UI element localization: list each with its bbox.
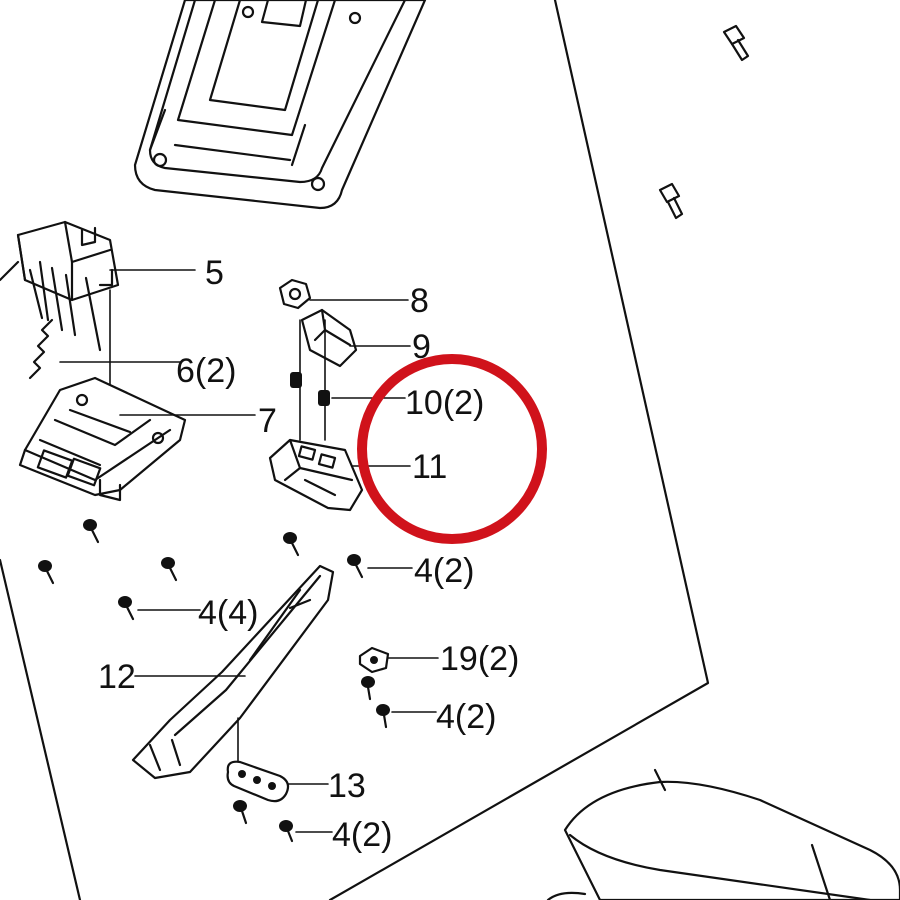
part-11-holder — [268, 438, 411, 512]
screw-icon — [347, 554, 413, 579]
screw-icon — [233, 800, 248, 825]
screw-icon — [83, 519, 100, 544]
label-part-7: 7 — [258, 402, 277, 440]
part-12-lever — [131, 564, 335, 780]
label-part-4-c: 4(2) — [436, 698, 496, 736]
top-tray-part — [133, 0, 427, 210]
label-part-10: 10(2) — [405, 384, 484, 422]
screw-icon — [118, 596, 201, 621]
part-19-clip — [358, 646, 439, 674]
label-part-8: 8 — [410, 282, 429, 320]
label-part-4-b: 4(4) — [198, 594, 258, 632]
label-part-4-d: 4(2) — [332, 816, 392, 854]
screw-icon — [722, 24, 750, 62]
screw-icon — [376, 704, 437, 729]
label-part-6: 6(2) — [176, 352, 236, 390]
label-part-12: 12 — [98, 658, 136, 696]
part-5-connector — [16, 220, 196, 352]
label-part-13: 13 — [328, 767, 366, 805]
screw-icon — [279, 820, 333, 843]
bottom-housing-part — [546, 768, 900, 900]
highlight-circle — [357, 354, 547, 544]
label-part-5: 5 — [205, 254, 224, 292]
label-part-4-a: 4(2) — [414, 552, 474, 590]
screw-icon — [283, 532, 300, 557]
screw-icon — [361, 676, 375, 701]
part-6-spring — [28, 318, 181, 380]
screw-icon — [161, 557, 178, 582]
screw-icon — [38, 560, 55, 585]
base-plate-outline — [0, 0, 710, 900]
part-8-washer — [278, 278, 409, 310]
part-10-dowel — [290, 319, 406, 441]
label-part-9: 9 — [412, 328, 431, 366]
part-7-bracket — [18, 289, 256, 502]
part-labels: 5 6(2) 7 8 9 10(2) 11 4(2) 4(4) 12 19(2)… — [98, 254, 519, 854]
label-part-19: 19(2) — [440, 640, 519, 678]
screw-icon — [658, 182, 684, 220]
part-13-plate — [226, 760, 329, 803]
part-9-clip — [300, 308, 411, 368]
label-part-11: 11 — [412, 448, 447, 486]
